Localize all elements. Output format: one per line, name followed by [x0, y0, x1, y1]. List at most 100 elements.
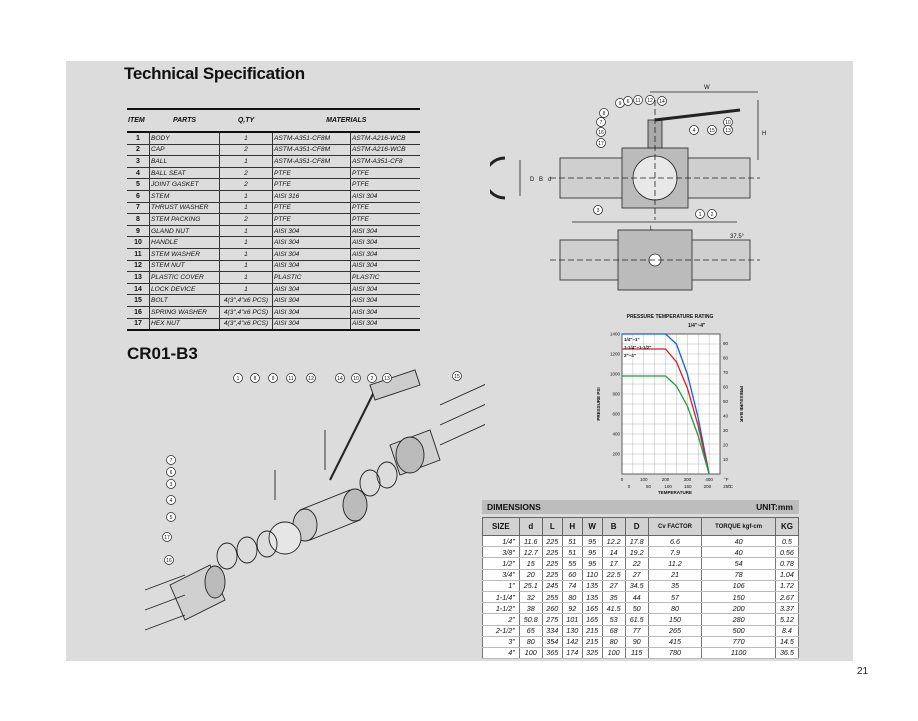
dim-cell: 1/2" [482, 557, 520, 570]
callout-circle [707, 125, 717, 135]
dim-cell: 135 [581, 580, 603, 592]
callout-number: 11 [635, 98, 640, 104]
header-materials: MATERIALS [272, 108, 420, 133]
part-qty: 1 [219, 283, 273, 296]
part-name: GLAND NUT [149, 225, 220, 238]
dim-d-label: D [530, 177, 535, 183]
part-number: 16 [127, 306, 150, 319]
dim-cell: 780 [647, 647, 703, 660]
dim-cell: 100 [601, 647, 626, 660]
y-tick-label: 600 [612, 412, 620, 417]
dim-cell: 2.67 [774, 591, 800, 604]
part-name: JOINT GASKET [149, 178, 220, 191]
dim-cell: 1-1/4" [482, 591, 520, 604]
dim-cell: 165 [581, 602, 603, 615]
callout-number: 10 [353, 376, 359, 382]
x-unit-f: °F [724, 477, 729, 482]
dim-cell: 92 [561, 602, 583, 615]
dim-cell: 275 [541, 613, 563, 626]
dim-cell: 35 [647, 580, 703, 592]
callout-number: 7 [170, 458, 173, 464]
material-1: PTFE [272, 202, 351, 215]
chart-series [622, 333, 710, 475]
callout-circle [633, 95, 643, 105]
dim-header-cell: SIZE [482, 517, 520, 536]
dim-cell: 5.12 [774, 613, 800, 626]
part-number: 10 [127, 236, 150, 249]
dim-cell: 77 [624, 625, 649, 637]
dim-cell: 0.78 [774, 557, 800, 570]
callout-number: 10 [725, 120, 731, 126]
model-number: CR01-B3 [127, 344, 198, 363]
part-number: 17 [127, 318, 150, 332]
part-number: 5 [127, 178, 150, 191]
dim-cell: 1100 [701, 647, 776, 660]
y2-tick-label: 50 [723, 399, 729, 404]
dim-cell: 95 [581, 546, 603, 559]
dim-header-cell: TORQUE kgf-cm [701, 517, 776, 536]
dim-l-label: L [650, 226, 654, 232]
dim-cell: 110 [581, 569, 603, 581]
material-2: PTFE [350, 202, 420, 215]
dim-cell: 35 [601, 591, 626, 604]
legend-label: 1/4"~1" [624, 337, 640, 342]
dim-cell: 11.2 [647, 557, 703, 570]
header-parts: PARTS [149, 108, 220, 133]
chart-y-label: PRESSURE PSI [596, 387, 601, 420]
callout-number: 17 [164, 535, 170, 541]
dim-cell: 0.5 [774, 535, 800, 548]
part-name: STEM PACKING [149, 213, 220, 226]
callout-number: 9 [619, 101, 622, 107]
dim-cell: 14 [601, 546, 626, 559]
dim-cell: 12.7 [518, 546, 543, 559]
page-title: Technical Specification [124, 64, 305, 83]
part-name: HANDLE [149, 236, 220, 249]
callout-number: 8 [254, 376, 257, 382]
part-qty: 2 [219, 213, 273, 226]
dim-cell: 174 [561, 647, 583, 660]
dim-cell: 225 [541, 557, 563, 570]
callout-number: 14 [337, 376, 343, 382]
x-tick-c-label: 50 [646, 484, 652, 489]
callout-number: 15 [454, 374, 460, 380]
callout-number: 13 [725, 128, 731, 134]
y-tick-label: 1000 [610, 372, 621, 377]
dim-cell: 2" [482, 613, 520, 626]
part-number: 8 [127, 213, 150, 226]
dim-cell: 3/8" [482, 546, 520, 559]
dim-h-label: H [762, 131, 766, 137]
dim-cell: 50.8 [518, 613, 543, 626]
material-1: PTFE [272, 213, 351, 226]
y-tick-label: 800 [612, 392, 620, 397]
x-tick-c-label: 200 [704, 484, 712, 489]
part-qty: 2 [219, 167, 273, 180]
y2-tick-label: 90 [723, 341, 729, 346]
material-1: AISI 304 [272, 248, 351, 261]
dim-w-label: W [704, 85, 710, 91]
callout-number: 6 [627, 99, 630, 105]
material-2: AISI 304 [350, 236, 420, 249]
x-tick-f-label: 0 [621, 477, 624, 482]
y-tick-label: 200 [612, 452, 620, 457]
dim-cell: 8.4 [774, 625, 800, 637]
dim-cell: 2-1/2" [482, 625, 520, 637]
material-1: AISI 304 [272, 225, 351, 238]
part-qty: 2 [219, 178, 273, 191]
material-2: AISI 304 [350, 190, 420, 203]
dim-cell: 95 [581, 557, 603, 570]
dim-cell: 135 [581, 591, 603, 604]
dim-cell: 325 [581, 647, 603, 660]
dim-cell: 100 [518, 647, 543, 660]
material-1: AISI 304 [272, 306, 351, 319]
callout-number: 1 [237, 376, 240, 382]
